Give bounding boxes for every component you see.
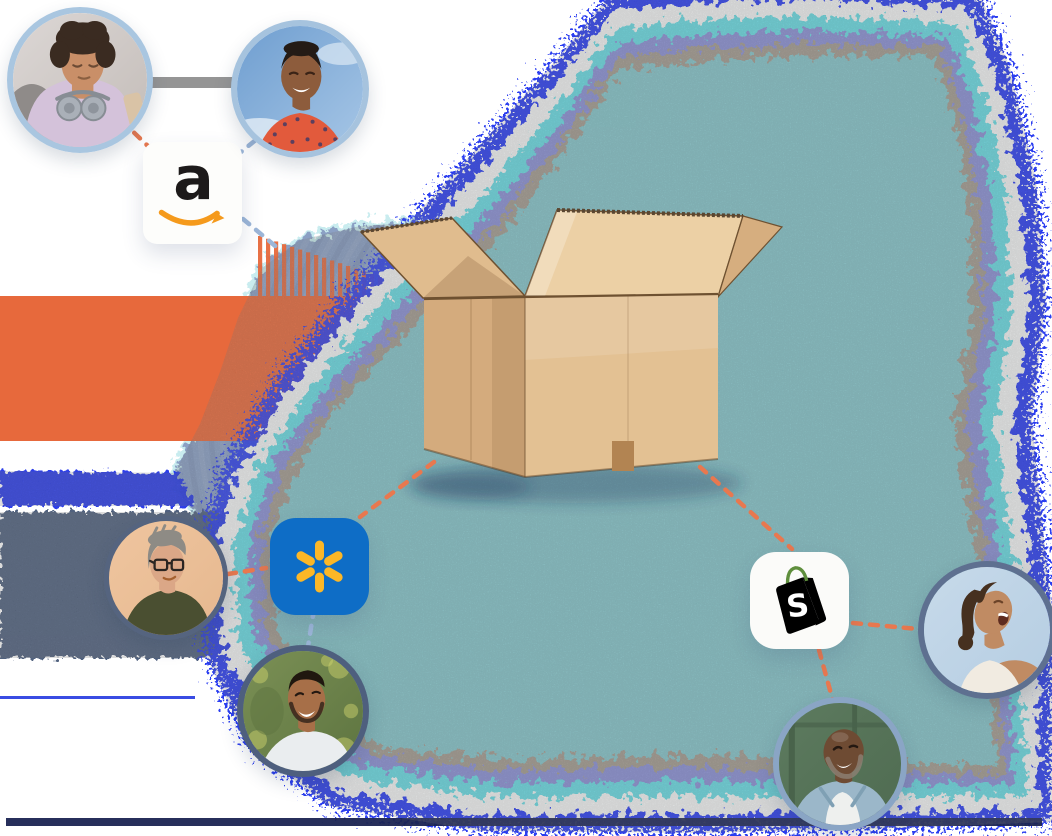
box-corrugated-edge xyxy=(556,208,744,218)
shopify-letter: S xyxy=(784,587,811,626)
connector-dashed-line xyxy=(357,459,437,520)
amazon-letter: a xyxy=(173,144,214,214)
avatar-smiling-man-tee xyxy=(237,645,369,777)
avatar-laughing-woman xyxy=(918,561,1052,699)
swirl-blue-line xyxy=(0,696,195,699)
connector-dashed-line xyxy=(697,464,795,552)
box-right-flap-highlight xyxy=(525,210,577,296)
connector-dashed-line xyxy=(850,620,921,632)
avatar-older-man-denim xyxy=(773,697,907,831)
box-bottom-edge xyxy=(423,448,719,479)
shopify-bag-icon: S xyxy=(776,566,827,634)
box-right-face xyxy=(525,294,718,477)
avatar-young-man-headphones xyxy=(7,7,153,153)
box-shadow-smudge xyxy=(414,474,530,500)
amazon-logo-card: a xyxy=(143,142,242,244)
shopify-logo-card: S xyxy=(750,552,849,649)
box-corrugated-edge-left xyxy=(360,216,453,234)
box-right-face-highlight xyxy=(525,294,718,360)
grey-artifact-bar xyxy=(148,77,233,88)
amazon-smile-icon xyxy=(158,209,225,226)
box-side-flap xyxy=(717,215,784,298)
walmart-logo-card xyxy=(270,518,369,615)
box-left-face xyxy=(424,297,525,477)
box-tape-mark xyxy=(612,441,634,471)
connector-dashed-line xyxy=(225,565,269,577)
avatar-smiling-woman-sky xyxy=(231,20,369,158)
box-left-flap-shade xyxy=(423,256,525,298)
walmart-spark-icon xyxy=(296,540,343,593)
box-left-face-shade xyxy=(492,297,525,477)
avatar-older-woman-glasses xyxy=(104,516,228,640)
connector-dashed-line xyxy=(240,216,283,253)
connector-dashed-line xyxy=(816,647,836,704)
